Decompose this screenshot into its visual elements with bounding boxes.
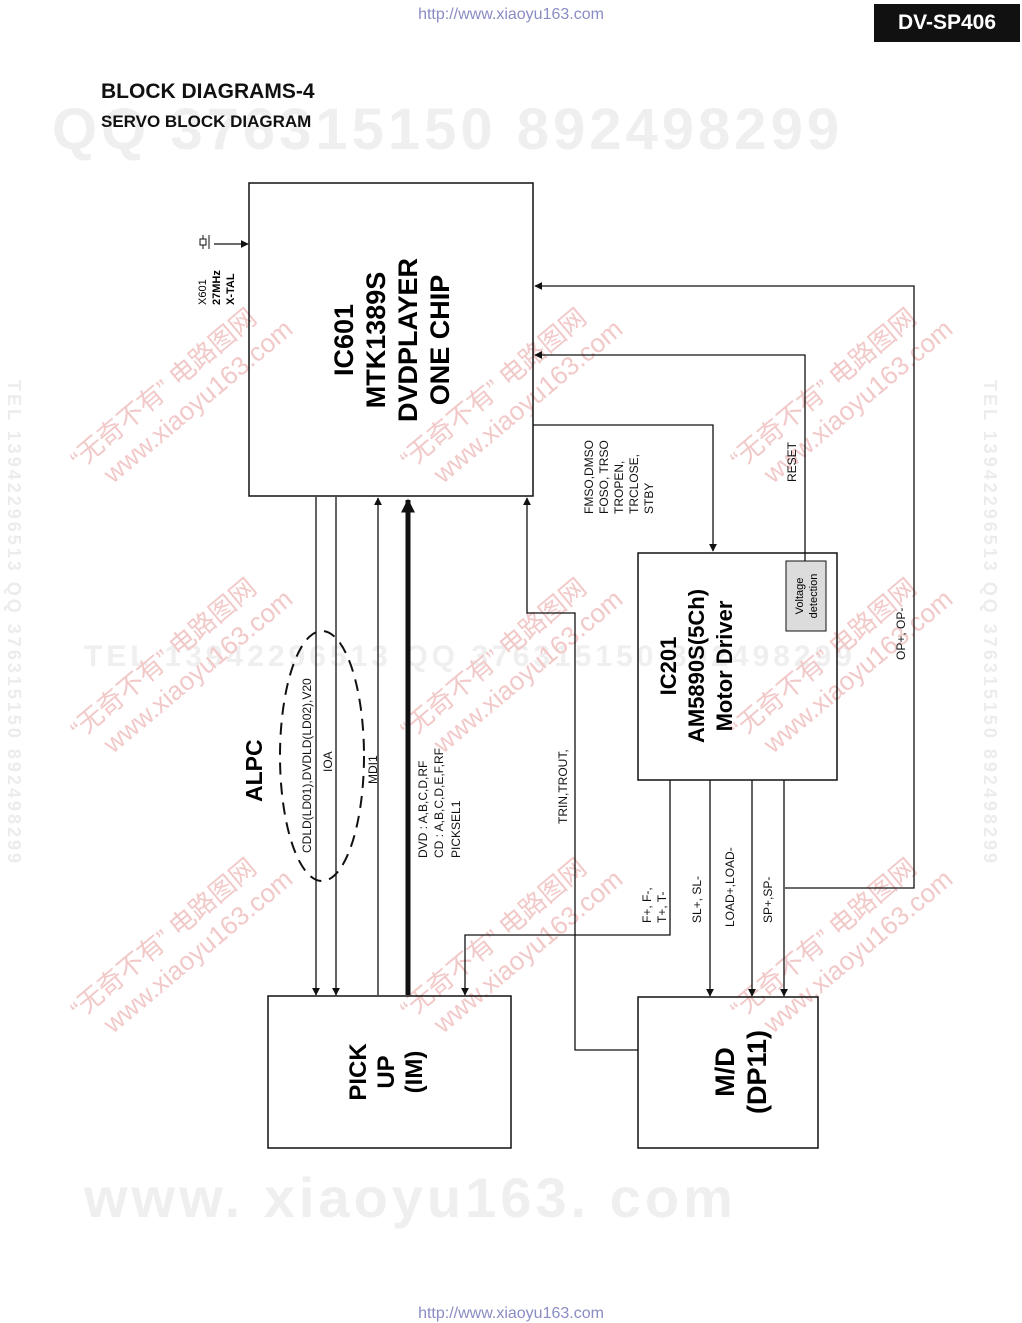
crystal-ref: X601 — [197, 279, 209, 305]
voltage-label-1: Voltage — [794, 578, 806, 615]
fmso-label-1: FMSO,DMSO — [582, 440, 596, 514]
voltage-detection-block — [785, 560, 827, 632]
fmso-label-4: TRCLOSE, — [627, 454, 641, 514]
trin-trout-label: TRIN,TROUT, — [556, 749, 570, 824]
reset-line — [534, 351, 806, 561]
spindle-label: SP+,SP- — [761, 877, 775, 923]
ic601-part: MTK1389S — [361, 272, 391, 409]
page-title: BLOCK DIAGRAMS-4 — [101, 80, 315, 103]
fmso-line — [533, 424, 717, 552]
page-subtitle: SERVO BLOCK DIAGRAM — [101, 112, 312, 131]
header-url-bottom[interactable]: http://www.xiaoyu163.com — [418, 1305, 604, 1322]
pickup-line3: (IM) — [401, 1051, 428, 1094]
ic201-name: IC201 — [656, 637, 681, 696]
cdld-label: CDLD(LD01),DVDLD(LD02),V20 — [300, 678, 314, 853]
fmso-label-2: FOSO, TRSO — [597, 440, 611, 514]
watermark-top: QQ 376315150 892498299 — [52, 97, 844, 162]
load-label: LOAD+,LOAD- — [723, 847, 737, 927]
crystal-freq: 27MHz — [211, 270, 223, 305]
focus-label-2: T+, T- — [655, 892, 669, 923]
ic601-block — [248, 182, 534, 497]
trin-trout-line — [523, 497, 638, 1051]
md-line2: (DP11) — [742, 1030, 772, 1114]
alpc-label: ALPC — [241, 739, 267, 802]
dvd-rf-label: DVD : A,B,C,D,RF — [416, 761, 430, 858]
alpc-ellipse — [279, 630, 365, 882]
crystal-type: X-TAL — [225, 273, 237, 305]
md-label: M/D (DP11) — [710, 1030, 772, 1114]
watermark-side-right: TEL 13942296513 QQ 376315150 892498299 — [980, 380, 1000, 866]
focus-tracking-line — [461, 780, 671, 996]
pickup-block — [267, 995, 512, 1149]
watermark-middle: TEL 13942296513 QQ 376315150 892498299 — [84, 640, 856, 673]
ic201-part: AM5890S(5Ch) — [684, 589, 709, 743]
ic601-desc2: ONE CHIP — [425, 275, 455, 406]
op-line — [534, 282, 915, 889]
watermark-side-left: TEL 13942296513 QQ 376315150 892498299 — [4, 380, 24, 866]
ic201-label: IC201 AM5890S(5Ch) Motor Driver — [656, 589, 737, 743]
watermark-bottom: www. xiaoyu163. com — [84, 1166, 737, 1229]
ic601-label: IC601 MTK1389S DVDPLAYER ONE CHIP — [329, 258, 455, 422]
pickup-line1: PICK — [345, 1043, 372, 1101]
pickup-line2: UP — [373, 1055, 400, 1088]
ic601-name: IC601 — [329, 304, 359, 376]
focus-label-1: F+, F-, — [640, 887, 654, 923]
ic201-desc: Motor Driver — [712, 600, 737, 731]
ioa-label: IOA — [321, 751, 335, 772]
md-block — [637, 996, 819, 1149]
fmso-label-5: STBY — [642, 483, 656, 514]
cd-rf-label: CD : A,B,C,D,E,F,RF — [432, 748, 446, 858]
picksel-label: PICKSEL1 — [449, 800, 463, 858]
fmso-label-3: TROPEN, — [612, 461, 626, 514]
md-line1: M/D — [710, 1047, 740, 1097]
header-url-top[interactable]: http://www.xiaoyu163.com — [418, 6, 604, 23]
ic601-desc1: DVDPLAYER — [393, 258, 423, 422]
mdi1-label: MDI1 — [366, 755, 380, 784]
sled-label: SL+, SL- — [690, 876, 704, 923]
pickup-label: PICK UP (IM) — [345, 1043, 428, 1101]
reset-label: RESET — [785, 441, 799, 482]
voltage-label-2: detection — [808, 574, 820, 619]
model-badge: DV-SP406 — [874, 4, 1020, 42]
crystal-x601: X601 27MHz X-TAL — [197, 235, 249, 305]
op-label: OP+, OP- — [894, 608, 908, 660]
ic201-block — [637, 552, 838, 781]
